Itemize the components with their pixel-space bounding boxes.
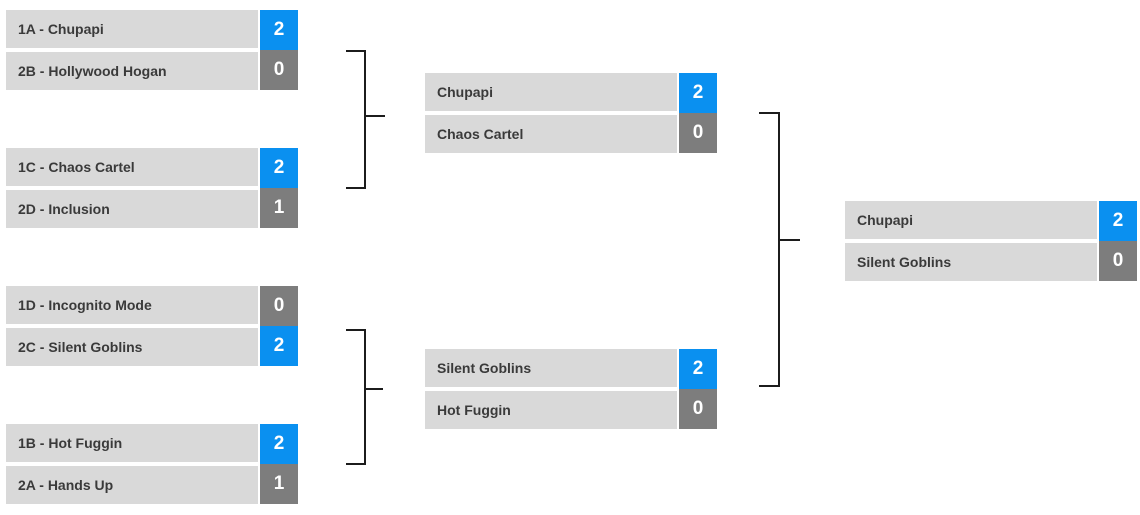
match-round1-1[interactable]: 1A - Chupapi 2B - Hollywood Hogan 2 0 <box>6 10 298 90</box>
match-semifinal-2[interactable]: Silent Goblins Hot Fuggin 2 0 <box>425 349 717 429</box>
score-badge: 2 <box>260 148 298 188</box>
score-badge: 1 <box>260 464 298 504</box>
team-name: Silent Goblins <box>437 360 532 376</box>
score-badge: 0 <box>260 50 298 90</box>
bracket-connector-top <box>346 50 366 189</box>
team-row[interactable]: Silent Goblins <box>425 349 677 387</box>
team-name: Hot Fuggin <box>437 402 511 418</box>
team-name: 1B - Hot Fuggin <box>18 435 123 451</box>
team-name: Chupapi <box>437 84 493 100</box>
score-badge: 2 <box>679 73 717 113</box>
team-name: 1D - Incognito Mode <box>18 297 152 313</box>
match-round1-2[interactable]: 1C - Chaos Cartel 2D - Inclusion 2 1 <box>6 148 298 228</box>
score-badge: 1 <box>260 188 298 228</box>
bracket-connector-final <box>759 112 780 387</box>
team-name: 1C - Chaos Cartel <box>18 159 135 175</box>
score-badge: 0 <box>260 286 298 326</box>
team-row[interactable]: Chupapi <box>425 73 677 111</box>
team-row[interactable]: 1A - Chupapi <box>6 10 258 48</box>
team-name: 2B - Hollywood Hogan <box>18 63 167 79</box>
team-name: 1A - Chupapi <box>18 21 104 37</box>
match-semifinal-1[interactable]: Chupapi Chaos Cartel 2 0 <box>425 73 717 153</box>
team-name: 2D - Inclusion <box>18 201 110 217</box>
bracket-connector-bottom <box>346 329 366 465</box>
team-row[interactable]: 2B - Hollywood Hogan <box>6 52 258 90</box>
score-badge: 2 <box>1099 201 1137 241</box>
team-row[interactable]: 1B - Hot Fuggin <box>6 424 258 462</box>
team-row[interactable]: Hot Fuggin <box>425 391 677 429</box>
match-final[interactable]: Chupapi Silent Goblins 2 0 <box>845 201 1137 281</box>
team-row[interactable]: Silent Goblins <box>845 243 1097 281</box>
bracket-connector-final-stub <box>780 239 800 241</box>
team-row[interactable]: 1D - Incognito Mode <box>6 286 258 324</box>
score-badge: 0 <box>679 113 717 153</box>
score-badge: 2 <box>260 424 298 464</box>
match-round1-3[interactable]: 1D - Incognito Mode 2C - Silent Goblins … <box>6 286 298 366</box>
bracket-connector-bottom-stub <box>366 388 383 390</box>
team-name: Chaos Cartel <box>437 126 524 142</box>
team-row[interactable]: Chaos Cartel <box>425 115 677 153</box>
team-row[interactable]: 2A - Hands Up <box>6 466 258 504</box>
bracket-connector-top-stub <box>366 115 385 117</box>
team-row[interactable]: 2D - Inclusion <box>6 190 258 228</box>
team-name: Chupapi <box>857 212 913 228</box>
match-round1-4[interactable]: 1B - Hot Fuggin 2A - Hands Up 2 1 <box>6 424 298 504</box>
score-badge: 2 <box>260 326 298 366</box>
score-badge: 2 <box>260 10 298 50</box>
team-name: 2A - Hands Up <box>18 477 114 493</box>
team-row[interactable]: 1C - Chaos Cartel <box>6 148 258 186</box>
score-badge: 2 <box>679 349 717 389</box>
team-row[interactable]: Chupapi <box>845 201 1097 239</box>
team-name: 2C - Silent Goblins <box>18 339 143 355</box>
score-badge: 0 <box>1099 241 1137 281</box>
team-name: Silent Goblins <box>857 254 952 270</box>
score-badge: 0 <box>679 389 717 429</box>
team-row[interactable]: 2C - Silent Goblins <box>6 328 258 366</box>
